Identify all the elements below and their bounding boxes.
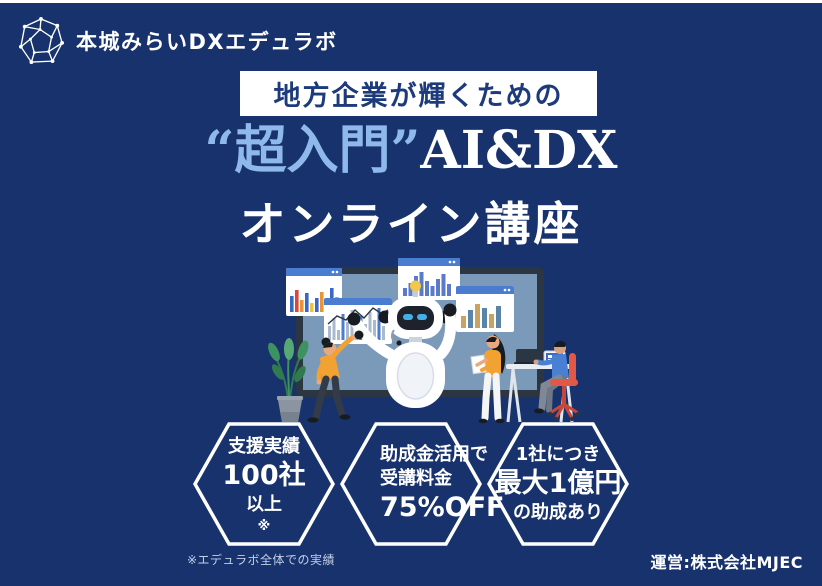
main-title-line1: “超入門”AI&DX [0,123,822,179]
badge-line: 1社につき [515,443,601,465]
brand-logo: 本城みらいDXエデュラボ [18,16,338,66]
footnote: ※エデュラボ全体での実績 [187,553,336,567]
badge-row: 支援実績 100社 以上 ※ 助成金活用で 受講料金 75%OFF 1社につき … [0,422,822,546]
operator-credit: 運営:株式会社MJEC [650,553,803,572]
top-border [0,0,822,3]
badge-line: 75%OFF [380,492,505,524]
hexagon-outline [487,422,629,546]
title-rest: AI&DX [420,120,618,181]
brand-name: 本城みらいDXエデュラボ [76,30,338,54]
badge-line: 最大1億円 [494,468,622,500]
badge-line: 以上 [246,493,282,515]
badge-asterisk: ※ [257,519,271,535]
bar-chart-window-icon [398,258,460,300]
badge-subsidy: 1社につき 最大1億円 の助成あり [487,422,629,546]
badge-line: 支援実績 [228,435,300,457]
hexagon-outline [193,422,335,546]
eyebrow-banner: 地方企業が輝くための [240,71,597,116]
title-highlight: “超入門” [204,120,421,181]
badge-track-record: 支援実績 100社 以上 ※ [193,422,335,546]
main-title-line2: オンライン講座 [239,197,583,251]
seated-man-red-chair [533,340,581,422]
plant-icon [268,338,309,422]
bar-chart-window-icon [456,286,514,332]
badge-discount: 助成金活用で 受講料金 75%OFF [340,422,504,546]
eyebrow-text: 地方企業が輝くための [273,81,564,112]
wireframe-polyhedron-icon [18,17,64,64]
badge-line: 受講料金 [380,468,452,490]
badge-line: 助成金活用で [380,443,488,465]
presenter-woman-right [470,334,506,424]
hexagon-outline [340,422,482,546]
badge-line: 100社 [222,460,306,492]
presenter-woman-left [307,330,364,423]
badge-line: の助成あり [513,501,603,523]
robot-presenter-icon [347,280,457,408]
hero-illustration [266,250,596,426]
